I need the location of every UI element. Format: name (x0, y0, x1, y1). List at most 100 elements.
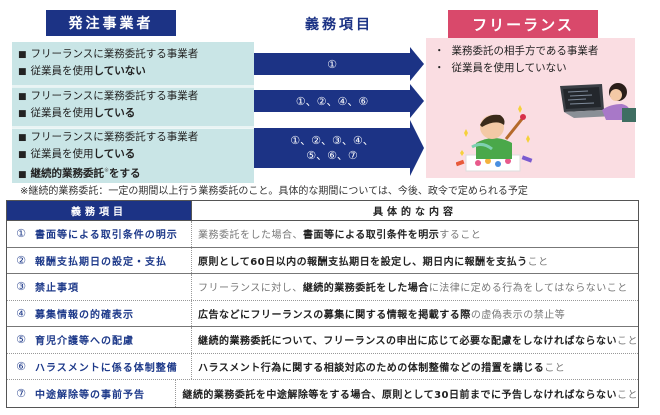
table-row: ⑦ 中途解除等の事前予告 継続的業務委託を中途解除等をする場合、原則として30日前… (7, 380, 638, 407)
line-text: フリーランスに業務委託する事業者 (30, 48, 199, 60)
line-text-bold: している (93, 148, 136, 160)
duty-label: 禁止事項 (35, 283, 79, 295)
duty-number: ⑦ (16, 386, 26, 400)
table-row: ④ 募集情報の的確表示 広告などにフリーランスの募集に関する情報を掲載する際の虚偽… (7, 300, 638, 327)
line-text: フリーランスに業務委託する事業者 (30, 131, 199, 143)
duty-cell: ④ 募集情報の的確表示 (7, 301, 191, 327)
line-text: 従業員を使用 (30, 65, 94, 77)
arrow-label: ①、②、④、⑥ (295, 94, 369, 108)
content-text: に法律に定める行為をしてはならないこと (428, 283, 628, 295)
client-line: ■フリーランスに業務委託する事業者 (18, 46, 254, 63)
client-line: ■フリーランスに業務委託する事業者 (18, 88, 254, 105)
duty-number: ① (16, 227, 26, 241)
content-cell: ハラスメント行為に関する相談対応のための体制整備などの措置を講じること (191, 353, 638, 379)
content-text-bold: 継続的業務委託について、フリーランスの申出に応じて必要な配慮をしなければならない (198, 336, 617, 348)
arrow-label: ⑤、⑥、⑦ (306, 149, 358, 162)
duty-cell: ⑤ 育児介護等への配慮 (7, 327, 191, 353)
content-text: の虚偽表示の禁止等 (470, 309, 566, 321)
table-header-row: 義務項目 具体的な内容 (7, 201, 638, 221)
duty-label: 募集情報の的確表示 (35, 309, 134, 321)
footnote-mark: ※ (104, 167, 110, 174)
duty-label: 育児介護等への配慮 (35, 336, 134, 348)
square-bullet-icon: ■ (18, 67, 27, 77)
freelance-list: ・業務委託の相手方である事業者 ・従業員を使用していない (434, 43, 598, 77)
content-text: こと (617, 336, 638, 348)
content-text-bold: ハラスメント行為に関する相談対応のための体制整備などの措置を講じる (198, 362, 545, 374)
divider (12, 85, 254, 87)
client-group-2: ■フリーランスに業務委託する事業者 ■従業員を使用している (12, 87, 254, 122)
duty-cell: ② 報酬支払期日の設定・支払 (7, 248, 191, 274)
content-cell: 継続的業務委託について、フリーランスの申出に応じて必要な配慮をしなければならない… (191, 327, 638, 353)
square-bullet-icon: ■ (18, 133, 27, 143)
duty-number: ② (16, 253, 26, 267)
line-text: フリーランスに業務委託する事業者 (30, 90, 199, 102)
content-cell: 広告などにフリーランスの募集に関する情報を掲載する際の虚偽表示の禁止等 (191, 300, 638, 326)
client-line: ■従業員を使用している (18, 105, 254, 122)
content-text: こと (617, 389, 638, 401)
client-line: ■継続的業務委託※をする (18, 163, 254, 183)
arrow-head-icon (410, 120, 424, 176)
content-text-bold: 継続的業務委託を中途解除等をする場合、原則として30日前までに予告しなければなら… (182, 389, 617, 401)
duty-cell: ⑦ 中途解除等の事前予告 (7, 380, 175, 407)
duties-header: 義務項目 (305, 17, 373, 33)
painter-boy-icon (456, 105, 533, 172)
square-bullet-icon: ■ (18, 50, 27, 60)
client-line: ■従業員を使用していない (18, 63, 254, 80)
content-cell: 継続的業務委託を中途解除等をする場合、原則として30日前までに予告しなければなら… (175, 380, 638, 407)
square-bullet-icon: ■ (18, 109, 27, 119)
client-panel: ■フリーランスに業務委託する事業者 ■従業員を使用していない ■フリーランスに業… (12, 42, 254, 183)
duty-label: 中途解除等の事前予告 (35, 389, 145, 401)
arrow-head-icon (410, 84, 424, 118)
line-text-bold: していない (93, 65, 146, 77)
content-text-bold: 原則として60日以内の報酬支払期日を設定し、期日内に報酬を支払う (198, 256, 528, 268)
duty-label: 報酬支払期日の設定・支払 (35, 256, 167, 268)
line-text-bold: をする (109, 167, 141, 180)
client-header: 発注事業者 (46, 10, 176, 36)
line-text-bold: 継続的業務委託 (30, 167, 105, 180)
content-text-bold: 広告などにフリーランスの募集に関する情報を掲載する際 (198, 309, 471, 321)
duty-number: ③ (16, 280, 26, 294)
content-text-bold: 継続的業務委託をした場合 (302, 283, 429, 295)
bullet-icon: ・ (434, 62, 445, 74)
content-text: こと (544, 362, 566, 374)
content-cell: フリーランスに対し、継続的業務委託をした場合に法律に定める行為をしてはならないこ… (191, 274, 638, 300)
content-text: すること (439, 230, 482, 242)
duty-label: ハラスメントに係る体制整備 (35, 362, 178, 374)
duty-number: ④ (16, 306, 26, 320)
client-line: ■フリーランスに業務委託する事業者 (18, 129, 254, 146)
square-bullet-icon: ■ (18, 92, 27, 102)
line-text: 従業員を使用 (30, 148, 94, 160)
client-group-3: ■フリーランスに業務委託する事業者 ■従業員を使用している ■継続的業務委託※を… (12, 128, 254, 183)
arrow-head-icon (410, 47, 424, 81)
content-text-bold: 書面等による取引条件を明示 (303, 230, 440, 242)
square-bullet-icon: ■ (18, 150, 27, 160)
column-header-duty: 義務項目 (7, 201, 191, 220)
divider (12, 126, 254, 128)
line-text-bold: している (93, 107, 136, 119)
arrow-shaft: ①、②、④、⑥ (254, 90, 410, 112)
table-row: ② 報酬支払期日の設定・支払 原則として60日以内の報酬支払期日を設定し、期日内に… (7, 247, 638, 274)
table-row: ③ 禁止事項 フリーランスに対し、継続的業務委託をした場合に法律に定める行為をして… (7, 274, 638, 301)
freelance-item: ・従業員を使用していない (434, 60, 598, 77)
arrow-label: ① (327, 57, 337, 71)
content-text: フリーランスに対し、 (198, 283, 303, 295)
freelance-item-text: 業務委託の相手方である事業者 (451, 45, 599, 57)
content-cell: 業務委託をした場合、書面等による取引条件を明示すること (191, 221, 638, 247)
arrow-shaft: ① (254, 53, 410, 75)
arrow-duties-3: ①、②、③、④、 ⑤、⑥、⑦ (254, 120, 424, 176)
woman-at-laptop-icon (560, 83, 636, 122)
freelance-header: フリーランス (448, 10, 598, 38)
client-group-1: ■フリーランスに業務委託する事業者 ■従業員を使用していない (12, 46, 254, 80)
square-bullet-icon: ■ (18, 169, 27, 180)
content-cell: 原則として60日以内の報酬支払期日を設定し、期日内に報酬を支払うこと (191, 247, 638, 273)
client-line: ■従業員を使用している (18, 146, 254, 163)
duty-cell: ③ 禁止事項 (7, 274, 191, 300)
freelance-item-text: 従業員を使用していない (451, 62, 567, 74)
duty-number: ⑤ (16, 333, 26, 347)
arrow-label: ①、②、③、④、 (290, 134, 374, 147)
